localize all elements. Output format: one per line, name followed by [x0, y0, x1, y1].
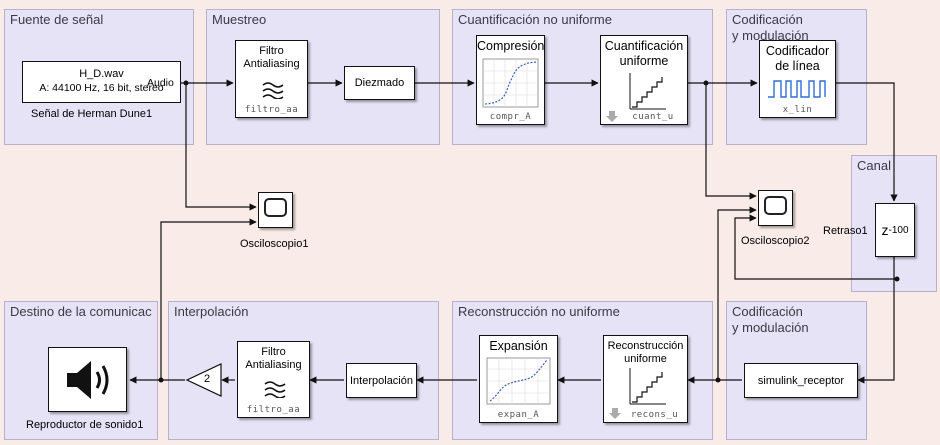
junction-dot [894, 276, 900, 282]
pulse-train-icon [768, 80, 826, 98]
filter-rx-sub: filtro_aa [246, 405, 301, 415]
line-coder-delay [836, 82, 898, 202]
expansion-sub: expan_A [497, 410, 540, 420]
filter-rx-title: Filtro Antialiasing [245, 346, 302, 371]
audio-file-info: A: 44100 Hz, 16 bit, stereo [39, 82, 164, 94]
recon-title: Reconstrucción uniforme [607, 340, 684, 365]
compression-title: Compresión [477, 39, 545, 53]
area-interpolation-title: Interpolación [174, 304, 249, 319]
line-branch-scope1-b [160, 218, 257, 380]
junction-dot [715, 377, 721, 383]
junction-dot [158, 377, 164, 383]
audio-file-name: H_D.wav [79, 68, 124, 80]
delay-block[interactable]: z-100 [875, 203, 915, 257]
scope1-block[interactable] [258, 192, 293, 228]
down-arrow-icon [609, 408, 621, 419]
scope2-block[interactable] [758, 190, 793, 226]
expansion-curve-icon [486, 357, 551, 405]
speaker-name: Reproductor de sonido1 [26, 419, 144, 431]
junction-dot [703, 80, 709, 86]
filter-tx-sub: filtro_aa [244, 105, 299, 115]
line-coder-sub: x_lin [782, 105, 813, 115]
line-branch-scope1 [185, 83, 257, 211]
lowpass-icon [264, 381, 286, 398]
junction-dot [183, 80, 189, 86]
speaker-icon [67, 361, 109, 399]
audio-source-block[interactable]: H_D.wav A: 44100 Hz, 16 bit, stereo [22, 61, 181, 103]
staircase-icon [629, 73, 666, 110]
area-sampling-title: Muestreo [212, 12, 267, 27]
recon-sub: recons_u [630, 410, 679, 420]
quant-sub: cuant_u [632, 112, 674, 122]
filter-tx-title: Filtro Antialiasing [243, 45, 300, 70]
interpolation-label: Interpolación [350, 374, 413, 387]
receiver-label: simulink_receptor [757, 374, 845, 387]
scope-screen-icon [264, 198, 287, 217]
scope2-name: Osciloscopio2 [741, 235, 810, 247]
area-coding-tx-title: Codificación y modulación [732, 12, 809, 43]
staircase-icon [629, 368, 666, 405]
delay-name: Retraso1 [823, 225, 868, 237]
lowpass-icon [262, 82, 284, 99]
scope1-name: Osciloscopio1 [240, 238, 309, 250]
gain-value: 2 [204, 373, 211, 385]
expansion-title: Expansión [489, 339, 548, 353]
down-arrow-icon [606, 111, 618, 122]
uniform-reconstruction-block[interactable]: Reconstrucción uniforme recons_u [603, 335, 688, 423]
quant-title: Cuantificación uniforme [604, 39, 684, 68]
area-quantization-title: Cuantificación no uniforme [458, 12, 612, 27]
decimation-label: Diezmado [354, 77, 405, 89]
audio-port-label: Audio [147, 77, 174, 89]
scope-screen-icon [764, 196, 787, 215]
compression-sub: compr_A [489, 112, 532, 122]
line-branch-scope2-a [705, 83, 757, 200]
compression-block[interactable]: Compresión compr_A [476, 35, 545, 125]
speaker-block[interactable] [48, 347, 127, 412]
antialias-filter-tx-block[interactable]: Filtro Antialiasing filtro_aa [235, 40, 308, 118]
area-source-title: Fuente de señal [10, 12, 104, 27]
area-reconstruction-title: Reconstrucción no uniforme [458, 304, 620, 319]
delay-base: z [881, 222, 889, 238]
area-destination-title: Destino de la comunicac [10, 304, 152, 319]
line-coder-title: Codificador de línea [765, 44, 830, 73]
area-coding-rx-title: Codificación y modulación [732, 304, 809, 335]
gain-block[interactable] [184, 362, 224, 398]
compression-curve-icon [482, 58, 539, 108]
decimation-block[interactable]: Diezmado [344, 66, 415, 100]
antialias-filter-rx-block[interactable]: Filtro Antialiasing filtro_aa [237, 341, 310, 418]
line-coder-block[interactable]: Codificador de línea x_lin [759, 40, 836, 118]
line-branch-scope2-c [717, 206, 757, 380]
source-block-name: Señal de Herman Dune1 [31, 108, 153, 120]
delay-exponent: -100 [888, 224, 909, 236]
line-delay-receiver [857, 257, 895, 384]
interpolation-block[interactable]: Interpolación [346, 363, 417, 398]
uniform-quantizer-block[interactable]: Cuantificación uniforme cuant_u [600, 35, 688, 125]
area-channel-title: Canal [857, 158, 891, 173]
receiver-block[interactable]: simulink_receptor [744, 363, 858, 398]
line-branch-scope2-b [734, 214, 897, 280]
expansion-block[interactable]: Expansión expan_A [479, 335, 558, 423]
